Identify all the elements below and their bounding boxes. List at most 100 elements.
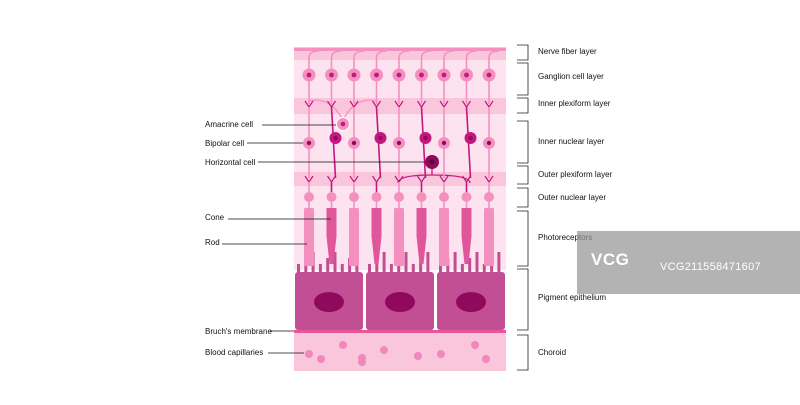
epithelium-microvillus	[382, 252, 386, 273]
epithelium-microvillus	[482, 264, 486, 273]
epithelium-nucleus	[385, 292, 415, 312]
label-outer-nuclear-layer: Outer nuclear layer	[538, 193, 607, 202]
cone-cell	[461, 208, 472, 264]
layer-brackets	[517, 44, 529, 371]
epithelium-microvillus	[318, 264, 322, 273]
watermark-logo: VCG	[591, 250, 630, 269]
photoreceptor-nucleus-cell	[371, 192, 382, 202]
capillary	[339, 341, 347, 349]
watermark-overlay	[577, 231, 800, 294]
layer-bracket	[517, 97, 529, 114]
photoreceptor-nucleus-cell	[349, 192, 359, 202]
label-amacrine-cell: Amacrine cell	[205, 120, 254, 129]
cone-cell	[371, 208, 382, 264]
epithelium-microvillus	[419, 258, 423, 273]
layer-bracket	[517, 62, 529, 96]
label-nerve-fiber-layer: Nerve fiber layer	[538, 47, 597, 56]
capillary	[317, 355, 325, 363]
bipolar-nucleus	[396, 140, 402, 146]
capillary	[437, 350, 445, 358]
epithelium-microvillus	[460, 264, 464, 273]
label-bruchs-membrane: Bruch's membrane	[205, 327, 272, 336]
rod-cell	[349, 208, 359, 266]
bipolar-nucleus	[441, 140, 447, 146]
amacrine-nucleus	[340, 121, 346, 127]
ganglion-axon	[465, 50, 477, 75]
label-rod: Rod	[205, 238, 220, 247]
watermark-id: VCG211558471607	[660, 261, 761, 273]
label-leader-lines	[222, 124, 425, 354]
ganglion-axon	[443, 50, 455, 75]
epithelium-microvillus	[326, 258, 330, 273]
capillary	[414, 352, 422, 360]
epithelium-microvillus	[426, 252, 430, 273]
label-ganglion-cell-layer: Ganglion cell layer	[538, 72, 604, 81]
layer-bracket	[517, 165, 529, 185]
nerve-fiber-strand	[294, 48, 506, 51]
ganglion-axon	[308, 50, 320, 75]
ganglion-axon	[375, 50, 387, 75]
ganglion-nucleus	[374, 72, 379, 78]
epithelium-microvillus	[453, 252, 457, 273]
epithelium-microvillus	[497, 252, 501, 273]
bipolar-nucleus	[468, 135, 473, 141]
epithelium-microvillus	[340, 264, 344, 273]
layer-bracket	[517, 334, 529, 371]
epithelium-microvillus	[439, 264, 442, 273]
bipolar-nucleus	[378, 135, 383, 141]
epithelium-microvillus	[475, 252, 479, 273]
epithelium-microvillus	[368, 264, 371, 273]
photoreceptor-nucleus-cell	[439, 192, 449, 202]
rod-cell	[484, 208, 494, 266]
epithelium-microvillus	[404, 252, 408, 273]
bipolar-nucleus	[333, 135, 338, 141]
bipolar-nucleus	[306, 140, 312, 146]
label-blood-capillaries: Blood capillaries	[205, 348, 264, 357]
bipolar-nucleus	[486, 140, 492, 146]
epithelium-nucleus	[456, 292, 486, 312]
epithelium-microvillus	[389, 264, 393, 273]
ganglion-axon	[398, 50, 410, 75]
ganglion-nucleus	[464, 72, 469, 78]
epithelium-microvillus	[297, 264, 300, 273]
epithelium-nucleus	[314, 292, 344, 312]
bipolar-nucleus	[423, 135, 428, 141]
label-bipolar-cell: Bipolar cell	[205, 139, 245, 148]
epithelium-microvillus	[468, 258, 472, 273]
label-inner-nuclear-layer: Inner nuclear layer	[538, 137, 605, 146]
bruchs-membrane	[294, 330, 506, 333]
cone-cell	[326, 208, 337, 264]
label-choroid: Choroid	[538, 348, 567, 357]
horizontal-nucleus	[429, 159, 435, 165]
capillary	[482, 355, 490, 363]
ganglion-axon	[420, 50, 432, 75]
capillary	[305, 350, 313, 358]
choroid-band	[294, 333, 506, 371]
epithelium-microvillus	[333, 252, 337, 273]
ganglion-nucleus	[396, 72, 402, 78]
amacrine-process	[308, 99, 377, 121]
label-pigment-epithelium: Pigment epithelium	[538, 293, 607, 302]
label-outer-plexiform-layer: Outer plexiform layer	[538, 170, 613, 179]
rod-cell	[394, 208, 404, 266]
layer-bracket	[517, 187, 529, 208]
label-photoreceptors: Photoreceptors	[538, 233, 593, 242]
rod-cell	[304, 208, 314, 266]
cone-cell	[416, 208, 427, 264]
bipolar-nucleus	[351, 140, 357, 146]
ganglion-axon	[488, 50, 500, 75]
capillary	[471, 341, 479, 349]
photoreceptor-nucleus-cell	[394, 192, 404, 202]
layer-bracket	[517, 44, 529, 61]
ganglion-nucleus	[351, 72, 357, 78]
ganglion-nucleus	[486, 72, 492, 78]
photoreceptor-nucleus-cell	[484, 192, 494, 202]
layer-bracket	[517, 210, 529, 267]
pigment-epithelium-cells	[294, 252, 506, 333]
rod-cell	[439, 208, 449, 266]
photoreceptor-nucleus-cell	[461, 192, 472, 202]
special-cells	[336, 117, 439, 169]
ganglion-nucleus	[441, 72, 447, 78]
photoreceptor-nucleus-cell	[416, 192, 427, 202]
